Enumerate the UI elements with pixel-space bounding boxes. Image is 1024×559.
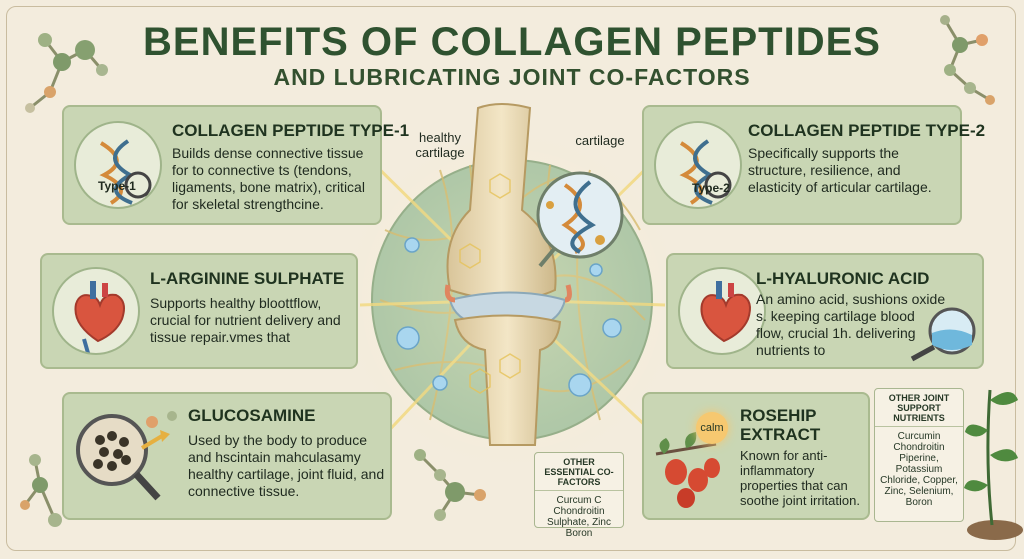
page-frame [6, 6, 1016, 551]
support-heading: OTHER JOINT SUPPORT NUTRIENTS [875, 389, 963, 427]
hyaluronic-title: L-HYALURONIC ACID [756, 269, 930, 288]
card-rosehip-extract: calm ROSEHIP EXTRACT Known for anti-infl… [642, 392, 870, 520]
essential-heading: OTHER ESSENTIAL CO-FACTORS [535, 453, 623, 491]
card-collagen-type-1: Type-1 COLLAGEN PEPTIDE TYPE-1 Builds de… [62, 105, 409, 225]
card-glucosamine: GLUCOSAMINE Used by the body to produce … [62, 392, 392, 520]
hyaluronic-body: An amino acid, sushions oxide s. keeping… [756, 291, 946, 358]
arginine-body: Supports healthy bloottflow, crucial for… [150, 295, 341, 345]
type1-body: Builds dense connective tissue for to co… [172, 145, 365, 212]
page-subtitle: AND LUBRICATING JOINT CO-FACTORS [273, 64, 751, 90]
page-title: BENEFITS OF COLLAGEN PEPTIDES [143, 20, 881, 64]
rosehip-body: Known for anti-inflammatory properties t… [740, 448, 860, 508]
heart-icon [678, 267, 766, 355]
type2-tag: Type-2 [692, 181, 730, 195]
glucosamine-title: GLUCOSAMINE [188, 406, 316, 425]
callout-essential-cofactors: OTHER ESSENTIAL CO-FACTORS Curcum C Chon… [534, 452, 624, 539]
card-l-arginine: L-ARGININE SULPHATE Supports healthy blo… [40, 253, 358, 369]
dna-type2-icon: Type-2 [654, 121, 742, 209]
cartilage-label: cartilage [575, 133, 625, 148]
dna-type1-icon: Type-1 [74, 121, 162, 209]
rosehip-icon [655, 432, 720, 508]
type1-tag: Type-1 [98, 179, 136, 193]
type2-body: Specifically supports the structure, res… [748, 145, 932, 195]
card-collagen-type-2: Type-2 COLLAGEN PEPTIDE TYPE-2 Specifica… [642, 105, 985, 225]
type2-title: COLLAGEN PEPTIDE TYPE-2 [748, 121, 986, 140]
glucosamine-body: Used by the body to produce and hscintai… [188, 432, 385, 499]
essential-items: Curcum C Chondroitin Sulphate, Zinc Boro… [547, 495, 611, 539]
type1-title: COLLAGEN PEPTIDE TYPE-1 [172, 121, 410, 140]
healthy-cartilage-label: healthy cartilage [415, 130, 465, 160]
magnifier-fluid-icon [910, 307, 976, 362]
rosehip-title: ROSEHIP EXTRACT [740, 406, 821, 444]
callout-support-nutrients: OTHER JOINT SUPPORT NUTRIENTS Curcumin C… [874, 388, 964, 522]
support-items: Curcumin Chondroitin Piperine, Potassium… [880, 431, 958, 508]
card-hyaluronic-acid: L-HYALURONIC ACID An amino acid, sushion… [666, 253, 984, 369]
arginine-title: L-ARGININE SULPHATE [150, 269, 345, 288]
calm-badge: calm [696, 412, 728, 444]
heart-icon [52, 267, 140, 355]
magnifier-granules-icon [76, 411, 177, 501]
